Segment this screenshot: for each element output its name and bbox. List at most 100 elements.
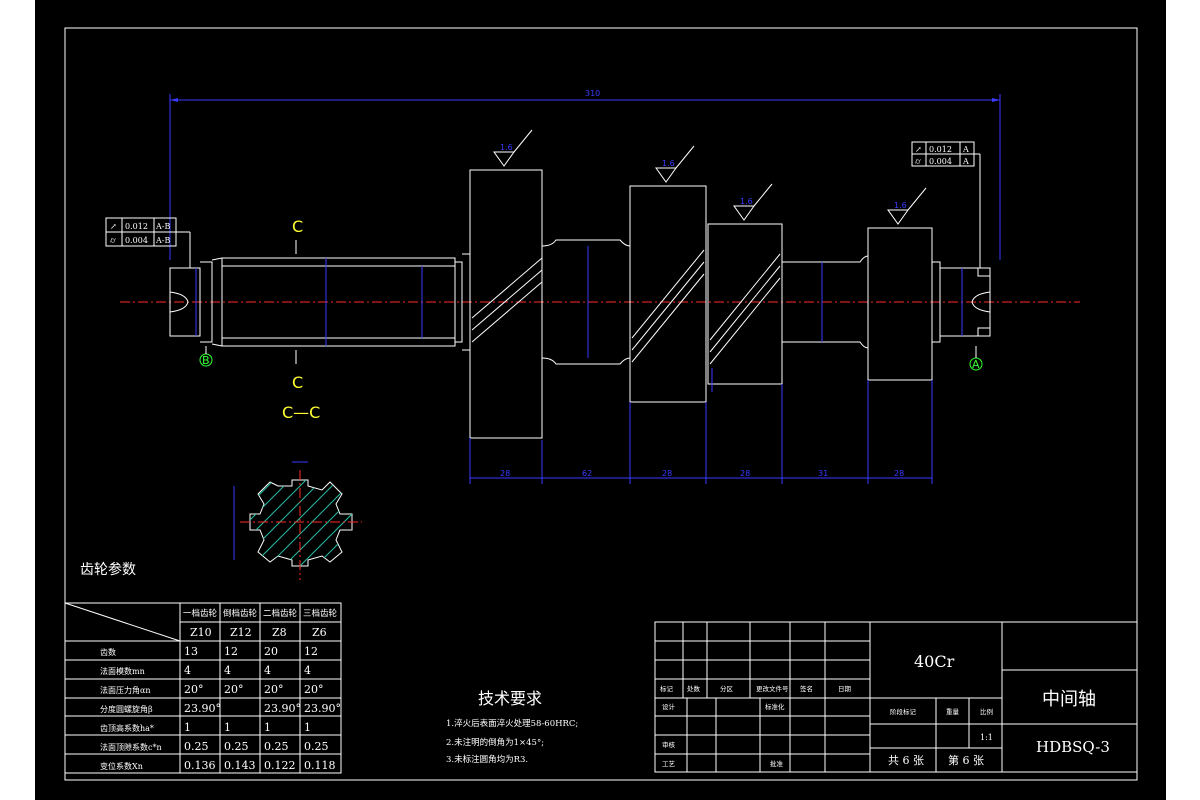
gear-row-value: 12 xyxy=(224,645,238,658)
gear-row-value: 4 xyxy=(224,664,231,677)
gear-row-value: 20° xyxy=(264,683,284,696)
dim-text-2: 62 xyxy=(582,469,592,478)
gear-col-3: 二档齿轮 xyxy=(263,608,298,619)
tb-sheet-no: 第 6 张 xyxy=(948,753,984,767)
tb-material: 40Cr xyxy=(914,652,955,671)
gear-row-value: 1 xyxy=(304,721,311,734)
tb-stage-label: 阶段标记 xyxy=(890,707,917,716)
tol-left-value-1: 0.012 xyxy=(125,222,148,231)
tol-right-ref-1: A xyxy=(962,145,969,154)
tb-weight-label: 重量 xyxy=(946,708,960,716)
gear-row-value: 0.25 xyxy=(184,740,209,753)
gear-col-2: 倒档齿轮 xyxy=(223,608,258,619)
tb-sheets-total: 共 6 张 xyxy=(888,754,924,767)
gear-row-value: 0.143 xyxy=(224,759,256,772)
datum-markers: B A xyxy=(199,346,983,371)
gear-col-4: 三档齿轮 xyxy=(303,608,338,619)
datum-left-label: B xyxy=(202,354,210,367)
gear-row-label: 法面压力角αn xyxy=(100,685,151,695)
dim-text-1: 28 xyxy=(500,469,510,478)
roughness-marks: 1.6 1.6 1.6 1.6 xyxy=(493,129,927,225)
gear-row-value: 23.90° xyxy=(184,702,221,715)
shaft-outline xyxy=(169,169,991,439)
svg-text:⌭: ⌭ xyxy=(110,236,116,245)
tb-part-name: 中间轴 xyxy=(1042,689,1096,710)
gear-row-value: 0.25 xyxy=(224,740,249,753)
dim-text-4: 28 xyxy=(740,469,750,478)
tech-req-title: 技术要求 xyxy=(478,689,542,708)
tolerance-frame-left: ↗ ⌭ 0.012 A-B 0.004 A-B xyxy=(105,217,191,268)
roughness-text-1: 1.6 xyxy=(500,143,513,152)
gear-sym-2: Z12 xyxy=(230,626,252,639)
gear-sym-1: Z10 xyxy=(190,626,212,639)
gear-row-label: 法面顶隙系数c*n xyxy=(100,742,162,752)
tb-design-label: 设计 xyxy=(662,702,676,711)
gear-row-label: 分度圆螺旋角β xyxy=(100,704,153,714)
sheet-background xyxy=(35,0,1166,800)
gear-row-value: 1 xyxy=(264,721,271,734)
tb-header-3: 分区 xyxy=(720,684,734,693)
gear-row-value: 0.25 xyxy=(304,740,329,753)
drawing-border xyxy=(64,27,1138,781)
tol-right-value-2: 0.004 xyxy=(929,157,952,166)
tol-right-ref-2: A xyxy=(962,157,969,166)
tech-req-item-1: 1.淬火后表面淬火处理58-60HRC; xyxy=(446,718,578,729)
roughness-text-4: 1.6 xyxy=(894,201,907,210)
gear-row-value: 0.122 xyxy=(264,759,296,772)
gear-row-value: 12 xyxy=(304,645,318,658)
dim-text-5: 31 xyxy=(818,469,828,478)
dim-text-3: 28 xyxy=(662,469,672,478)
gear-row-value: 0.25 xyxy=(264,740,289,753)
tolerance-frame-right: ↗ ⌭ 0.012 A 0.004 A xyxy=(911,141,981,268)
gear-row-value: 4 xyxy=(184,664,191,677)
dim-text-6: 28 xyxy=(894,469,904,478)
gear-row-label: 齿数 xyxy=(100,647,116,657)
datum-right-label: A xyxy=(972,358,980,371)
gear-row-value: 13 xyxy=(184,645,198,658)
section-mark-bottom: C xyxy=(292,373,303,392)
section-view-name: C—C xyxy=(282,403,320,422)
gear-row-value: 20 xyxy=(264,645,278,658)
tb-scale-value: 1:1 xyxy=(980,733,993,742)
tech-req-item-2: 2.未注明的倒角为1×45°; xyxy=(446,737,544,748)
tech-req-item-3: 3.未标注圆角均为R3. xyxy=(446,754,528,765)
roughness-text-2: 1.6 xyxy=(662,159,675,168)
gear-row-value: 1 xyxy=(224,721,231,734)
gear-params-title: 齿轮参数 xyxy=(80,561,136,578)
gear-row-value: 20° xyxy=(184,683,204,696)
bottom-dimensions: 28 62 28 28 31 28 xyxy=(469,380,933,484)
tol-left-ref-1: A-B xyxy=(155,222,170,231)
svg-text:⌭: ⌭ xyxy=(915,157,921,166)
tb-scale-label: 比例 xyxy=(980,707,993,716)
tb-review-label: 审核 xyxy=(662,740,676,749)
gear-row-label: 法面模数mn xyxy=(100,666,145,676)
gear-row-value: 23.90° xyxy=(304,702,341,715)
tol-right-value-1: 0.012 xyxy=(929,145,952,154)
gear-row-value: 20° xyxy=(304,683,324,696)
tol-left-ref-2: A-B xyxy=(155,236,170,245)
section-mark-top: C xyxy=(292,217,303,236)
tb-header-4: 更改文件号 xyxy=(756,684,789,693)
gear-row-label: 变位系数Xn xyxy=(100,761,143,771)
gear-row-value: 0.136 xyxy=(184,759,216,772)
tb-std-label: 标准化 xyxy=(765,702,785,711)
svg-text:↗: ↗ xyxy=(915,145,922,154)
gear-row-value: 1 xyxy=(184,721,191,734)
gear-row-value: 20° xyxy=(224,683,244,696)
tb-header-2: 处数 xyxy=(687,684,701,693)
technical-requirements: 技术要求 1.淬火后表面淬火处理58-60HRC; 2.未注明的倒角为1×45°… xyxy=(446,689,578,765)
gear-row-value: 4 xyxy=(264,664,271,677)
gear-row-value: 0.118 xyxy=(304,759,336,772)
gear-sym-4: Z6 xyxy=(312,626,327,639)
gear-row-label: 齿顶高系数ha* xyxy=(100,723,154,733)
tb-drawing-no: HDBSQ-3 xyxy=(1036,738,1110,756)
roughness-text-3: 1.6 xyxy=(740,197,753,206)
tol-left-value-2: 0.004 xyxy=(125,236,148,245)
gear-params-table: 齿轮参数 一档齿轮 倒档齿轮 二档齿轮 三档齿轮 Z10 Z12 Z8 Z6 齿… xyxy=(64,561,342,774)
title-block: 标记 处数 分区 更改文件号 签名 日期 设计 标准化 审核 工艺 批准 阶段标… xyxy=(654,621,1138,773)
gear-col-1: 一档齿轮 xyxy=(183,608,218,619)
overall-length-text: 310 xyxy=(585,89,600,98)
